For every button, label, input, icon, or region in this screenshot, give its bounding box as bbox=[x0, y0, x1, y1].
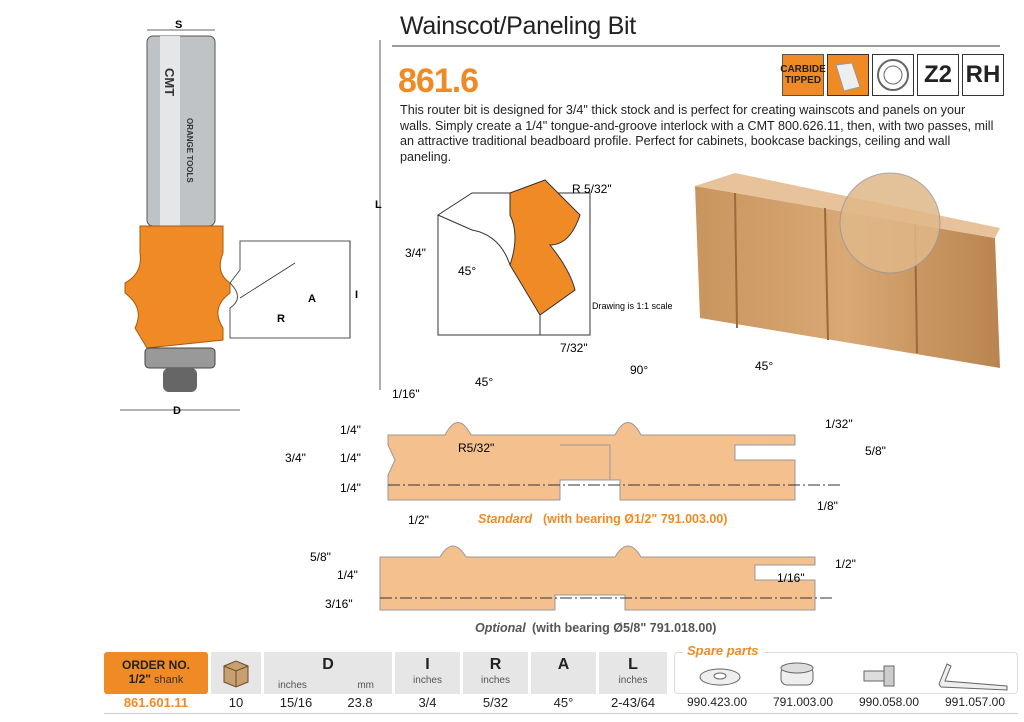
bearing-icon bbox=[780, 662, 814, 686]
shank-suffix: shank bbox=[150, 674, 184, 686]
top-offset: 1/16" bbox=[392, 387, 420, 401]
washer-icon bbox=[699, 668, 741, 686]
unit-label: inches bbox=[481, 675, 510, 686]
dim-a: A bbox=[308, 293, 316, 305]
hex-key-icon bbox=[938, 663, 1008, 691]
d-mm-value: 23.8 bbox=[347, 695, 373, 710]
dim-d: D bbox=[173, 405, 181, 417]
d-inches-value: 15/16 bbox=[279, 695, 313, 710]
standard-caption-em: Standard bbox=[478, 512, 533, 526]
a-value: 45° bbox=[553, 695, 574, 710]
table-bottom-rule bbox=[104, 713, 1018, 714]
dim-r: R bbox=[277, 313, 285, 325]
badge-text: TIPPED bbox=[784, 75, 822, 86]
router-bit-drawing: S CMT ORANGE TOOLS D L I A R bbox=[120, 19, 382, 417]
unit-label: mm bbox=[357, 680, 374, 691]
dim-left-3: 1/4" bbox=[340, 481, 361, 495]
shank-label: 1/2" bbox=[128, 672, 151, 686]
section-drawing: R 5/32" 3/4" 45° 7/32" Drawing is 1:1 sc… bbox=[405, 179, 673, 355]
spare-part-1: 990.423.00 bbox=[686, 695, 748, 709]
opt-dim-1: 5/8" bbox=[310, 550, 331, 564]
carbide-tip-icon bbox=[827, 54, 869, 96]
dim-left-2: 1/4" bbox=[340, 451, 361, 465]
brand-logo: CMT bbox=[162, 68, 177, 96]
standard-caption: (with bearing Ø1/2" 791.003.00) bbox=[543, 512, 727, 526]
section-angle: 45° bbox=[458, 264, 476, 278]
box-icon bbox=[211, 652, 261, 694]
r-value: 5/32 bbox=[482, 695, 509, 710]
title-divider bbox=[392, 45, 1000, 47]
order-number: 861.601.11 bbox=[123, 695, 189, 710]
angle-3: 45° bbox=[755, 360, 773, 373]
i-value: 3/4 bbox=[418, 695, 437, 710]
screw-icon bbox=[863, 665, 895, 687]
angle-2: 90° bbox=[630, 363, 648, 377]
product-code: 861.6 bbox=[398, 62, 479, 100]
dim-l: L bbox=[375, 199, 382, 211]
header-label: D bbox=[322, 656, 334, 673]
dim-s: S bbox=[175, 19, 182, 31]
unit-label: inches bbox=[278, 680, 307, 691]
badge-text: CARBIDE bbox=[780, 64, 826, 75]
spare-parts-box: Spare parts bbox=[674, 643, 1018, 694]
standard-profile-drawing: 45° 90° 45° 1/16" 1/4" 1/4" 1/4" 3/4" R5… bbox=[285, 360, 886, 527]
opt-dim-2: 1/4" bbox=[337, 568, 358, 582]
dim-bottom-left: 1/2" bbox=[408, 513, 429, 527]
z2-badge: Z2 bbox=[917, 54, 959, 96]
dim-left-1: 1/4" bbox=[340, 423, 361, 437]
dim-total: 3/4" bbox=[285, 451, 306, 465]
ball-bearing-icon bbox=[872, 54, 914, 96]
order-label: ORDER NO. bbox=[121, 658, 190, 672]
dim-right-bottom: 1/8" bbox=[817, 499, 838, 513]
spare-part-4: 991.057.00 bbox=[944, 695, 1006, 709]
paneling-photo bbox=[695, 172, 1000, 368]
brand-logo-2: ORANGE TOOLS bbox=[185, 118, 194, 183]
unit-label: inches bbox=[413, 675, 442, 686]
optional-profile-drawing: 5/8" 1/4" 3/16" 1/16" 1/2" Optional (wit… bbox=[310, 545, 856, 635]
optional-caption-em: Optional bbox=[475, 621, 526, 635]
scale-note: Drawing is 1:1 scale bbox=[592, 301, 673, 311]
angle-1: 45° bbox=[475, 375, 493, 389]
page-title: Wainscot/Paneling Bit bbox=[400, 12, 636, 40]
header-label: I bbox=[425, 656, 430, 673]
header-label: A bbox=[557, 656, 570, 673]
rh-badge: RH bbox=[962, 54, 1004, 96]
optional-caption: (with bearing Ø5/8" 791.018.00) bbox=[532, 621, 716, 635]
dim-radius: R5/32" bbox=[458, 441, 494, 455]
dim-i: I bbox=[355, 289, 358, 301]
header-label: L bbox=[628, 656, 638, 673]
section-height: 3/4" bbox=[405, 246, 426, 260]
dim-right-total: 5/8" bbox=[865, 444, 886, 458]
product-description: This router bit is designed for 3/4" thi… bbox=[400, 103, 994, 164]
opt-right-small: 1/16" bbox=[777, 571, 805, 585]
order-no-header: ORDER NO. 1/2" shank bbox=[104, 652, 208, 694]
opt-dim-3: 3/16" bbox=[325, 597, 353, 611]
spare-part-2: 791.003.00 bbox=[772, 695, 834, 709]
opt-right-total: 1/2" bbox=[835, 557, 856, 571]
spare-parts-title: Spare parts bbox=[683, 643, 763, 658]
qty-value: 10 bbox=[228, 695, 244, 710]
section-radius: R 5/32" bbox=[572, 182, 612, 196]
section-width: 7/32" bbox=[560, 341, 588, 355]
dim-right-top: 1/32" bbox=[825, 417, 853, 431]
a-header: A bbox=[531, 652, 596, 694]
l-value: 2-43/64 bbox=[610, 695, 656, 710]
unit-label: inches bbox=[618, 675, 648, 686]
header-label: R bbox=[489, 656, 502, 673]
spare-part-3: 990.058.00 bbox=[858, 695, 920, 709]
